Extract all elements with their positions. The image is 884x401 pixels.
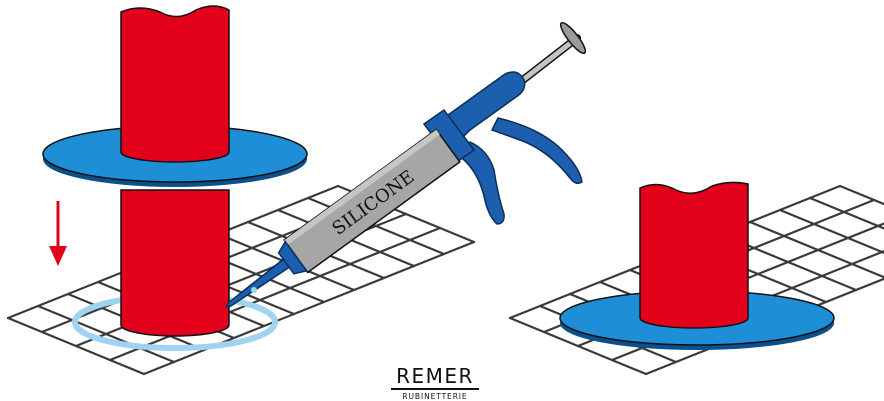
brand-name: REMER [396,364,474,388]
gun-frame [428,71,526,139]
silicone-gun: SILICONE [225,21,587,308]
pipe-left-upper [120,5,230,163]
mesh-wire [108,226,442,362]
gun-trigger [490,117,583,185]
mesh-grid-left [6,184,476,376]
plunger-disc [559,21,587,55]
brand-logo: REMER RUBINETTERIE [388,366,482,401]
mesh-wire [838,184,884,206]
brand-divider [391,388,479,390]
cartridge-nozzle [225,258,291,308]
mesh-wire [142,240,476,376]
gun-handle [461,141,505,225]
brand-tagline: RUBINETTERIE [402,392,468,401]
pipe-right [639,181,749,329]
pipe-left-lower [120,189,230,337]
down-arrow-icon [49,201,67,266]
